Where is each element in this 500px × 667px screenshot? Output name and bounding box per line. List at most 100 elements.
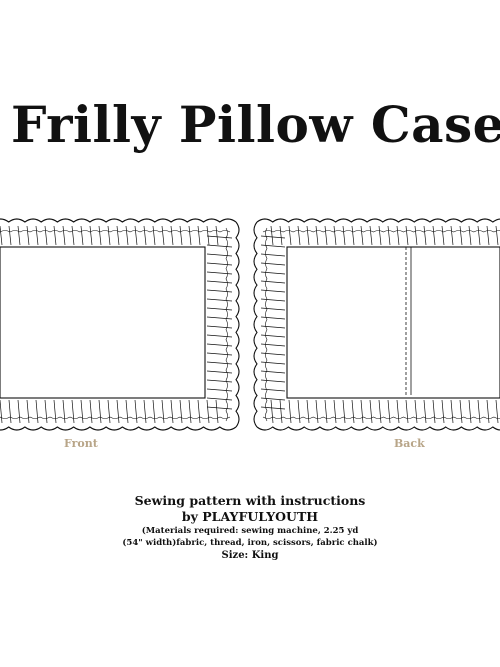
ruffle-bottom-edge	[256, 426, 500, 431]
ruffle-fold	[260, 325, 286, 329]
ruffle-fold	[279, 225, 283, 246]
ruffle-fold	[125, 399, 129, 424]
ruffle-fold	[360, 399, 364, 424]
ruffle-fold	[170, 399, 174, 424]
ruffle-fold	[288, 399, 292, 424]
ruffle-fold	[206, 298, 233, 302]
ruffle-fold	[188, 225, 192, 246]
ruffle-fold	[206, 253, 233, 257]
ruffle-fold	[53, 225, 57, 246]
ruffle-fold	[378, 225, 382, 246]
ruffle-fold	[369, 399, 373, 424]
ruffle-fold	[35, 225, 39, 246]
ruffle-bottom-inner	[262, 416, 500, 419]
ruffle-fold	[495, 225, 499, 246]
ruffle-fold	[62, 399, 66, 424]
ruffle-fold	[414, 225, 418, 246]
ruffle-fold	[80, 225, 84, 246]
ruffle-fold	[215, 399, 219, 424]
ruffle-fold	[396, 399, 400, 424]
ruffle-fold	[125, 225, 129, 246]
ruffle-fold	[170, 225, 174, 246]
ruffle-fold	[71, 399, 75, 424]
ruffle-fold	[260, 334, 286, 338]
ruffle-fold	[351, 225, 355, 246]
ruffle-fold	[260, 262, 286, 266]
ruffle-top-edge	[256, 218, 500, 223]
ruffle-fold	[270, 399, 274, 424]
ruffle-fold	[161, 399, 165, 424]
ruffle-fold	[495, 399, 499, 424]
ruffle-fold	[143, 225, 147, 246]
ruffle-fold	[206, 316, 233, 320]
ruffle-fold	[360, 225, 364, 246]
ruffle-fold	[107, 399, 111, 424]
ruffle-fold	[134, 225, 138, 246]
info-materials-2: (54" width)fabric, thread, iron, scissor…	[122, 538, 378, 548]
ruffle-fold	[432, 225, 436, 246]
ruffle-top-edge	[0, 218, 237, 223]
pillow-body	[0, 246, 206, 399]
ruffle-fold	[98, 399, 102, 424]
ruffle-fold	[441, 399, 445, 424]
ruffle-fold	[477, 399, 481, 424]
ruffle-fold	[44, 399, 48, 424]
ruffle-top-inner	[262, 230, 500, 233]
ruffle-fold	[486, 399, 490, 424]
ruffle-fold	[342, 225, 346, 246]
front-pillow-drawing	[0, 218, 240, 431]
pillow-illustration	[0, 218, 500, 431]
ruffle-fold	[215, 225, 219, 246]
ruffle-bottom-inner	[0, 416, 231, 419]
ruffle-fold	[206, 225, 210, 246]
back-pillow-drawing	[253, 218, 500, 431]
ruffle-fold	[17, 399, 21, 424]
ruffle-fold	[8, 399, 12, 424]
ruffle-fold	[450, 399, 454, 424]
ruffle-fold	[432, 399, 436, 424]
ruffle-fold	[441, 225, 445, 246]
ruffle-fold	[206, 397, 233, 401]
ruffle-fold	[324, 399, 328, 424]
ruffle-fold	[89, 225, 93, 246]
ruffle-fold	[396, 225, 400, 246]
ruffle-fold	[116, 399, 120, 424]
ruffle-fold	[387, 399, 391, 424]
ruffle-fold	[260, 379, 286, 383]
ruffle-fold	[405, 399, 409, 424]
ruffle-fold	[405, 225, 409, 246]
ruffle-fold	[477, 225, 481, 246]
ruffle-fold	[260, 343, 286, 347]
ruffle-fold	[486, 225, 490, 246]
ruffle-fold	[351, 399, 355, 424]
ruffle-left-inner	[265, 227, 268, 422]
ruffle-fold	[260, 280, 286, 284]
ruffle-fold	[260, 352, 286, 356]
ruffle-fold	[260, 298, 286, 302]
ruffle-fold	[44, 225, 48, 246]
ruffle-top-inner	[0, 230, 231, 233]
ruffle-fold	[116, 225, 120, 246]
ruffle-right-inner	[225, 227, 228, 422]
ruffle-fold	[260, 244, 286, 248]
ruffle-fold	[161, 225, 165, 246]
ruffle-fold	[17, 225, 21, 246]
ruffle-fold	[260, 388, 286, 392]
ruffle-fold	[206, 388, 233, 392]
ruffle-fold	[206, 280, 233, 284]
info-heading: Sewing pattern with instructions	[134, 493, 366, 508]
front-label: Front	[64, 437, 98, 450]
ruffle-fold	[26, 399, 30, 424]
ruffle-fold	[179, 225, 183, 246]
ruffle-fold	[333, 225, 337, 246]
ruffle-fold	[143, 399, 147, 424]
ruffle-left-edge	[253, 221, 258, 428]
info-byline: by PLAYFULYOUTH	[181, 509, 319, 524]
ruffle-fold	[107, 225, 111, 246]
ruffle-fold	[206, 307, 233, 311]
ruffle-fold	[270, 225, 274, 246]
ruffle-fold	[206, 343, 233, 347]
ruffle-fold	[315, 399, 319, 424]
info-size: Size: King	[221, 550, 279, 561]
ruffle-fold	[206, 235, 233, 239]
